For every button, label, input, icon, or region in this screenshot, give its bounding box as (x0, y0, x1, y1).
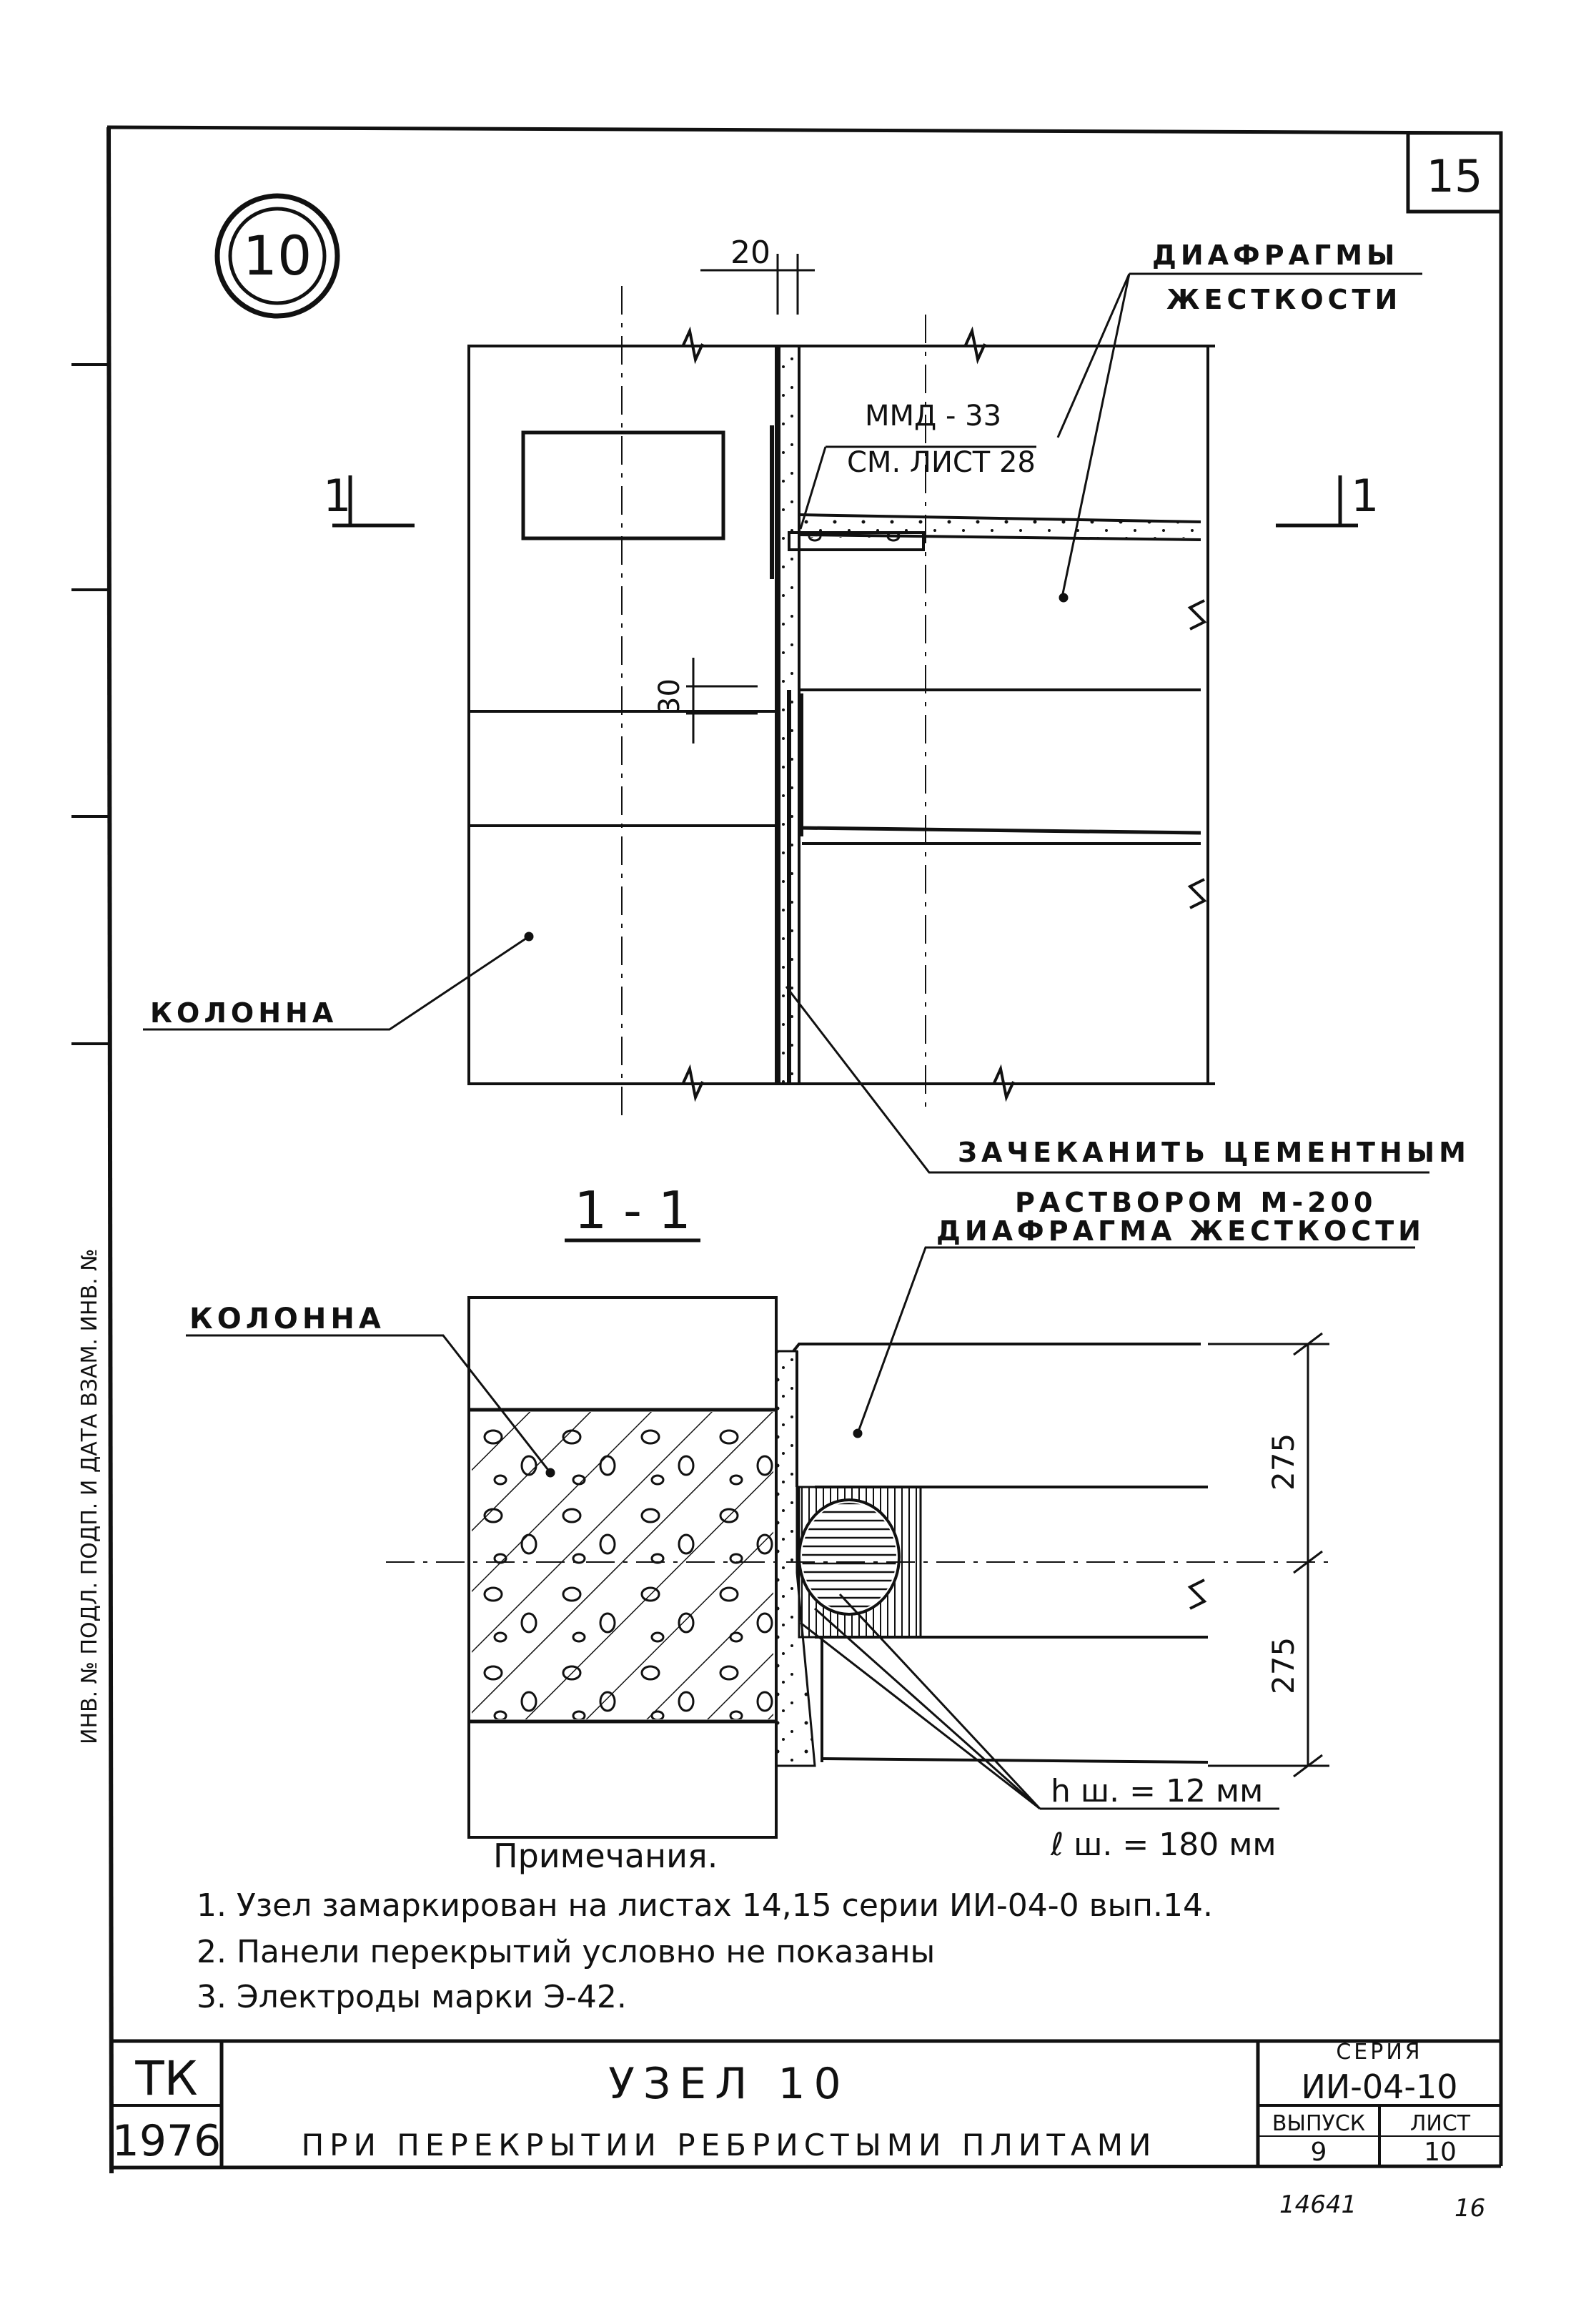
title-block-text: ТК 1976 УЗЕЛ 10 ПРИ ПЕРЕКРЫТИИ РЕБРИСТЫМ… (112, 2040, 1471, 2167)
issue-value: 9 (1311, 2138, 1327, 2167)
issue-label: ВЫПУСК (1272, 2111, 1365, 2136)
label-diaphragms-1: ДИАФРАГМЫ (1152, 239, 1399, 271)
weld-h-label: h ш. = 12 мм (1051, 1773, 1263, 1809)
page-number: 15 (1427, 150, 1483, 202)
dim-275-lower: 275 (1266, 1637, 1301, 1694)
weld-l-label: ℓ ш. = 180 мм (1050, 1827, 1277, 1863)
section-title: 1 - 1 (574, 1180, 690, 1240)
drawing-title: УЗЕЛ 10 (608, 2059, 849, 2109)
node-number: 10 (243, 224, 312, 287)
label-grout-2: РАСТВОРОМ М-200 (1015, 1187, 1377, 1218)
notes: Примечания. 1. Узел замаркирован на лист… (197, 1837, 1213, 2015)
label-grout-1: ЗАЧЕКАНИТЬ ЦЕМЕНТНЫМ (958, 1137, 1470, 1168)
label-mmd-2: СМ. ЛИСТ 28 (847, 446, 1036, 479)
label-column-section: КОЛОННА (189, 1303, 385, 1335)
section-mark-right: 1 (1351, 470, 1379, 522)
dim-275-upper: 275 (1266, 1433, 1301, 1491)
title-block (111, 2039, 1501, 2168)
note-2: 2. Панели перекрытий условно не показаны (197, 1934, 935, 1970)
inventory-number: 14641 (1279, 2190, 1357, 2219)
year: 1976 (112, 2116, 222, 2166)
note-1: 1. Узел замаркирован на листах 14,15 сер… (197, 1887, 1213, 1924)
section-view (186, 1238, 1415, 1839)
plan-opening (521, 430, 725, 540)
note-3: 3. Электроды марки Э-42. (197, 1979, 627, 2015)
section-mark-left: 1 (323, 470, 351, 522)
notes-heading: Примечания. (493, 1837, 718, 1875)
node-number-badge: 10 (214, 193, 340, 319)
series-value: ИИ-04-10 (1301, 2067, 1457, 2106)
dim-20: 20 (730, 234, 770, 271)
section-labels: 1 - 1 КОЛОННА ДИАФРАГМА ЖЕСТКОСТИ 275 27… (189, 1180, 1425, 1863)
plan-labels: 20 30 ДИАФРАГМЫ ЖЕСТКОСТИ ММД - 33 СМ. Л… (150, 234, 1470, 1218)
drawing-subtitle: ПРИ ПЕРЕКРЫТИИ РЕБРИСТЫМИ ПЛИТАМИ (302, 2128, 1157, 2163)
plan-view (143, 254, 1429, 1174)
sheet-label: ЛИСТ (1410, 2111, 1471, 2136)
label-column-plan: КОЛОННА (150, 997, 337, 1029)
label-diaphragm-section: ДИАФРАГМА ЖЕСТКОСТИ (936, 1215, 1425, 1247)
page-number-box: 15 (1406, 131, 1503, 214)
sheet-value: 10 (1424, 2138, 1457, 2167)
sheet-frame (71, 125, 1503, 2174)
org-code: ТК (134, 2051, 197, 2106)
embedded-plate (788, 531, 925, 551)
series-label: СЕРИЯ (1336, 2040, 1422, 2065)
dim-30: 30 (653, 678, 686, 715)
label-mmd-1: ММД - 33 (865, 400, 1001, 433)
corner-page: 16 (1454, 2194, 1485, 2223)
margin-stamp: ИНВ. № ПОДЛ. ПОДП. И ДАТА ВЗАМ. ИНВ. № (77, 1249, 102, 1744)
label-diaphragms-2: ЖЕСТКОСТИ (1166, 284, 1402, 315)
